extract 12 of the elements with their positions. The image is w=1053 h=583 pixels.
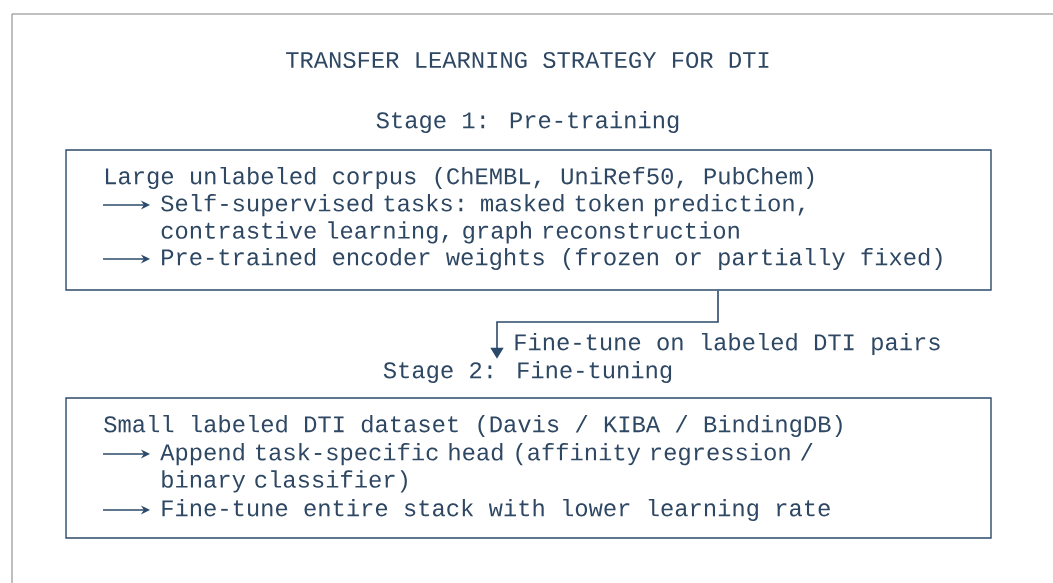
item-text: Pre-trained encoder weights (frozen or partially fixed) — [162, 247, 942, 271]
stage-box — [65, 360, 992, 539]
stage-heading: Stage 2: Fine-tuning — [383, 360, 672, 384]
item-text: Large unlabeled corpus (ChEMBL, UniRef50, PubChem) — [105, 166, 814, 190]
stage-heading: Stage 1: Pre-training — [376, 110, 679, 134]
item-text: Append task-specific head (affinity regression / binary classifier) — [160, 443, 813, 493]
item-text: Fine-tune entire stack with lower learning rate — [162, 498, 830, 522]
item-text: Self-supervised tasks: masked token prediction, contrastive learning, graph reconstruction — [161, 194, 804, 244]
item-text: Small labeled DTI dataset (Davis / KIBA / BindingDB) — [104, 414, 842, 438]
edge-label: Fine-tune on labeled DTI pairs — [512, 331, 943, 357]
stage-box — [65, 110, 992, 291]
title: TRANSFER LEARNING STRATEGY FOR DTI — [286, 51, 769, 69]
